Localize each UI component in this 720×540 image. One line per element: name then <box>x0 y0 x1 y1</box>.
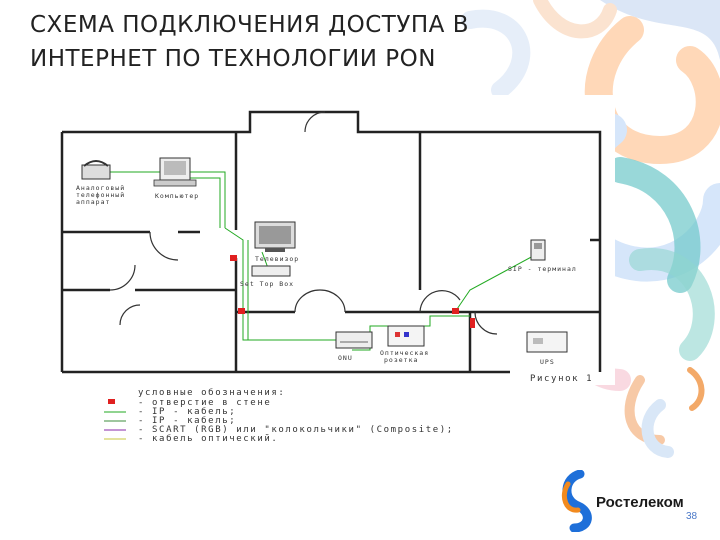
socket-label-2: розетка <box>384 356 418 364</box>
phone-label-2: телефонный <box>76 191 125 199</box>
phone-label-1: Аналоговый <box>76 184 125 192</box>
title-line-2: ИНТЕРНЕТ ПО ТЕХНОЛОГИИ PON <box>30 46 436 72</box>
computer-icon <box>153 157 197 187</box>
rostelecom-logo-icon <box>561 470 592 532</box>
wall-holes <box>230 255 475 328</box>
ups-icon <box>526 331 568 353</box>
legend-item-ip-2: - IP - кабель; <box>138 415 236 426</box>
phone-icon <box>81 160 111 180</box>
legend-item-hole: - отверстие в стене <box>138 398 271 408</box>
page-number: 38 <box>686 511 698 522</box>
tv-icon <box>254 221 296 252</box>
legend-swatch-hole <box>108 399 115 404</box>
legend-item-optical: - кабель оптический. <box>138 433 278 444</box>
onu-icon <box>335 331 373 349</box>
title-line-1: СХЕМА ПОДКЛЮЧЕНИЯ ДОСТУПА В <box>30 12 469 38</box>
figure-caption: Рисунок 1 <box>530 374 593 384</box>
slide-title: СХЕМА ПОДКЛЮЧЕНИЯ ДОСТУПА В ИНТЕРНЕТ ПО … <box>30 8 590 76</box>
sip-terminal-icon <box>530 239 546 261</box>
legend-title: условные обозначения: <box>138 387 285 398</box>
brand-name: Ростелеком <box>596 494 684 511</box>
ip-cables <box>105 171 536 351</box>
tv-label: Телевизор <box>255 255 299 263</box>
socket-label-1: Оптическая <box>380 349 429 357</box>
door-arcs <box>109 111 498 335</box>
stb-label: Set Top Box <box>240 280 294 288</box>
sip-label: SIP - терминал <box>508 265 577 273</box>
legend: условные обозначения: - отверстие в стен… <box>104 387 454 444</box>
phone-label-3: аппарат <box>76 198 110 206</box>
legend-item-scart: - SCART (RGB) или "колокольчики" (Compos… <box>138 425 454 435</box>
onu-label: ONU <box>338 354 353 362</box>
computer-label: Компьютер <box>155 192 199 200</box>
set-top-box-icon <box>251 265 291 277</box>
plan-walls <box>60 110 602 374</box>
legend-item-ip: - IP - кабель; <box>138 406 236 417</box>
ups-label: UPS <box>540 358 555 366</box>
optical-socket-icon <box>387 325 425 347</box>
